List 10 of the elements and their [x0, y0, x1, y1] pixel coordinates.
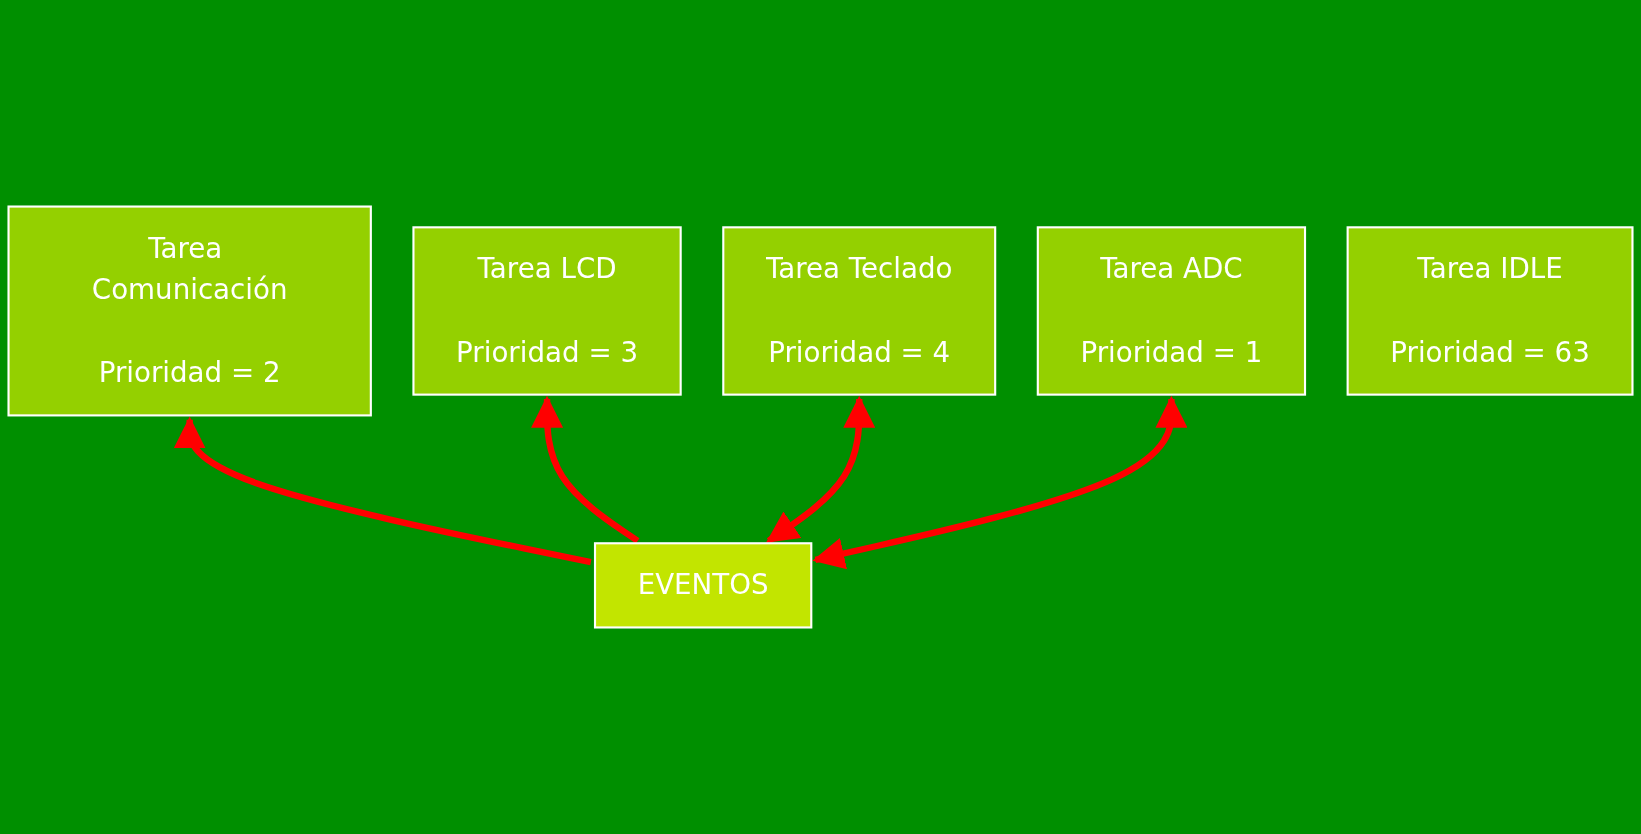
arrow [766, 395, 876, 544]
arrow [812, 395, 1188, 570]
node-box: Tarea IDLE Prioridad = 63 [1346, 226, 1634, 396]
arrow [531, 395, 640, 544]
node-box: Tarea ADC Prioridad = 1 [1036, 226, 1307, 396]
node-box: EVENTOS [593, 542, 813, 629]
arrow [173, 416, 592, 566]
node-box: Tarea Comunicación Prioridad = 2 [7, 205, 372, 417]
node-box: Tarea LCD Prioridad = 3 [412, 226, 682, 396]
node-box: Tarea Teclado Prioridad = 4 [722, 226, 997, 396]
